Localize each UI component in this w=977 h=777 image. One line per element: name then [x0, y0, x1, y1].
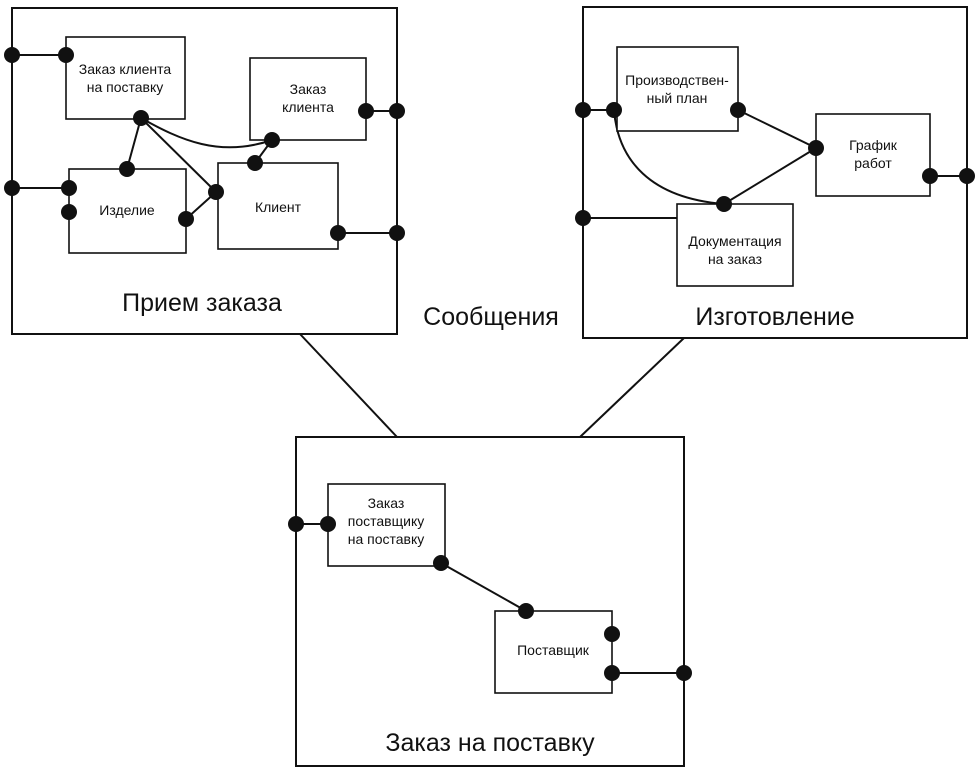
class-label: Заказ	[368, 495, 405, 511]
class-box	[249, 57, 367, 141]
wire-order-to-customer-order	[140, 117, 273, 149]
wire-supply-order-to-supplier	[440, 562, 527, 612]
class-label: Клиент	[255, 199, 302, 215]
class-label: Изделие	[99, 202, 155, 218]
class-box	[494, 610, 613, 694]
port	[433, 555, 449, 571]
port	[716, 196, 732, 212]
class-work-schedule[interactable]: График работ	[815, 113, 931, 197]
port	[4, 180, 20, 196]
class-order-documentation[interactable]: Документация на заказ	[676, 203, 794, 287]
class-label: График	[849, 137, 898, 153]
package-manufacturing: Производствен- ный план График работ Док…	[575, 6, 975, 339]
port	[676, 665, 692, 681]
port	[959, 168, 975, 184]
package-title: Изготовление	[695, 303, 854, 331]
port	[119, 161, 135, 177]
port	[358, 103, 374, 119]
port	[518, 603, 534, 619]
port	[178, 211, 194, 227]
port	[133, 110, 149, 126]
port	[330, 225, 346, 241]
class-label: клиента	[282, 99, 334, 115]
port	[730, 102, 746, 118]
class-label: Документация	[688, 233, 781, 249]
port	[61, 180, 77, 196]
wire-order-to-product	[126, 117, 142, 170]
port	[808, 140, 824, 156]
wire-order-to-customer	[140, 117, 217, 193]
port	[4, 47, 20, 63]
port	[604, 626, 620, 642]
class-label: поставщику	[348, 513, 424, 529]
package-order-intake: Заказ клиента на поставку Заказ клиента …	[4, 7, 405, 335]
class-label: на заказ	[708, 251, 762, 267]
connector-manufacturing-to-supply	[579, 337, 685, 438]
port	[61, 204, 77, 220]
wire-plan-to-schedule	[737, 109, 817, 149]
port	[575, 102, 591, 118]
class-label: Заказ клиента	[79, 61, 172, 77]
port	[320, 516, 336, 532]
class-label: ный план	[647, 90, 708, 106]
port	[922, 168, 938, 184]
class-label: работ	[854, 155, 892, 171]
port	[58, 47, 74, 63]
wire-documentation-to-schedule	[723, 147, 817, 205]
connector-intake-to-supply	[299, 333, 398, 438]
class-label: Производствен-	[625, 72, 729, 88]
class-production-plan[interactable]: Производствен- ный план	[616, 46, 739, 132]
messages-label: Сообщения	[423, 303, 559, 331]
class-label: Заказ	[290, 81, 327, 97]
package-title: Заказ на поставку	[385, 729, 595, 757]
class-box	[815, 113, 931, 197]
port	[604, 665, 620, 681]
package-supply-order: Заказ поставщику на поставку Поставщик З…	[288, 436, 692, 767]
package-order-intake-frame	[11, 7, 398, 335]
class-label: на поставку	[348, 531, 425, 547]
port	[288, 516, 304, 532]
class-supplier[interactable]: Поставщик	[494, 610, 613, 694]
port	[208, 184, 224, 200]
class-box	[616, 46, 739, 132]
port	[389, 225, 405, 241]
class-box	[65, 36, 186, 120]
class-customer-order[interactable]: Заказ клиента	[249, 57, 367, 141]
class-box	[676, 203, 794, 287]
port	[575, 210, 591, 226]
package-supply-order-frame	[295, 436, 685, 767]
port	[389, 103, 405, 119]
package-title: Прием заказа	[122, 289, 282, 317]
class-box	[327, 483, 446, 567]
class-label: на поставку	[87, 79, 164, 95]
class-customer[interactable]: Клиент	[217, 162, 339, 250]
class-supplier-supply-order[interactable]: Заказ поставщику на поставку	[327, 483, 446, 567]
class-customer-supply-order[interactable]: Заказ клиента на поставку	[65, 36, 186, 120]
port	[264, 132, 280, 148]
class-label: Поставщик	[517, 642, 590, 658]
class-box	[217, 162, 339, 250]
class-product[interactable]: Изделие	[68, 168, 187, 254]
port	[606, 102, 622, 118]
port	[247, 155, 263, 171]
